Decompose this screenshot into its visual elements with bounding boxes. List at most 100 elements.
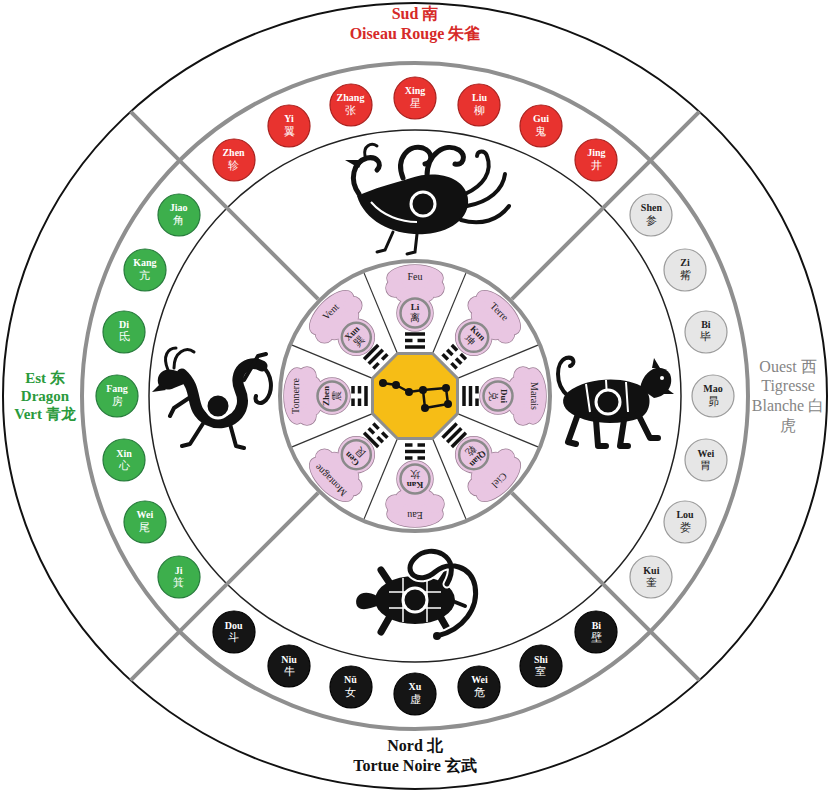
guardian-name: Tortue Noire 玄武 bbox=[265, 756, 565, 776]
mansion-circle: Yi翼 bbox=[267, 104, 311, 148]
mansion-pinyin: Wei bbox=[137, 510, 154, 521]
trigram-name-circle: Li离 bbox=[399, 297, 431, 329]
big-dipper-star bbox=[405, 388, 413, 396]
trigram-bar bbox=[369, 428, 374, 433]
mansion-circle: Jiao角 bbox=[157, 193, 201, 237]
mansion-pinyin: Xing bbox=[405, 86, 426, 97]
mansion-circle-outline bbox=[520, 645, 562, 687]
trigram-bar bbox=[405, 443, 413, 447]
trigram-bar bbox=[418, 443, 426, 447]
mansion-pinyin: Jiao bbox=[170, 203, 188, 214]
trigram-bar bbox=[405, 339, 413, 343]
mansion-hanzi: 危 bbox=[474, 686, 485, 699]
trigram-symbol bbox=[405, 445, 425, 458]
mansion-circle: Di氐 bbox=[102, 310, 146, 354]
trigram-hanzi: 坎 bbox=[410, 469, 420, 480]
black-tortoise-figure bbox=[433, 632, 441, 640]
vermilion-bird-figure bbox=[377, 232, 417, 254]
mansion-circle-outline bbox=[394, 77, 436, 119]
mansion-circle-outline bbox=[103, 439, 145, 481]
cloud-outline bbox=[331, 429, 382, 480]
cloud-outline bbox=[448, 429, 499, 480]
mansion-circle-outline bbox=[213, 139, 255, 181]
direction-name: Est 东 bbox=[8, 369, 82, 387]
trigram-bar bbox=[451, 363, 456, 368]
mansion-circle: Mao昴 bbox=[691, 374, 735, 418]
azure-dragon-figure bbox=[166, 348, 194, 370]
mansion-pinyin: Xin bbox=[116, 449, 132, 460]
trigram-circle-outline bbox=[336, 434, 377, 475]
black-tortoise-figure bbox=[455, 602, 465, 606]
mansion-circle: Zi觜 bbox=[663, 248, 707, 292]
mansion-ring bbox=[82, 63, 748, 729]
cloud-outline bbox=[397, 295, 433, 331]
mansion-pinyin: Lou bbox=[676, 510, 693, 521]
trigram-cloud: EauKan坎 bbox=[384, 461, 446, 529]
mansion-circle-outline bbox=[330, 84, 372, 126]
quadrant-band: Sud 南Oiseau Rouge 朱雀Zhen轸Yi翼Zhang张Xing星L… bbox=[120, 0, 711, 305]
mansion-hanzi: 氐 bbox=[119, 330, 130, 343]
mansion-hanzi: 张 bbox=[345, 104, 356, 117]
mansion-circle-outline bbox=[664, 501, 706, 543]
mansion-circle-outline bbox=[124, 249, 166, 291]
trigram-bar bbox=[469, 386, 473, 406]
mansion-circle-outline bbox=[158, 556, 200, 598]
mansion-pinyin: Shi bbox=[534, 655, 548, 666]
mansion-pinyin: Ji bbox=[175, 566, 183, 577]
trigram-element: Eau bbox=[407, 510, 423, 521]
trigram-bar bbox=[382, 432, 387, 437]
mansion-pinyin: Wei bbox=[698, 449, 715, 460]
mansion-circle-outline bbox=[458, 84, 500, 126]
mansion-circle-outline bbox=[268, 105, 310, 147]
mansion-hanzi: 柳 bbox=[474, 104, 485, 117]
mansion-hanzi: 角 bbox=[173, 214, 184, 227]
azure-dragon-figure bbox=[170, 354, 266, 448]
mansion-circle: Kui奎 bbox=[629, 555, 673, 599]
trigram-symbol bbox=[353, 386, 366, 406]
trigram-circle-outline bbox=[318, 382, 347, 411]
trigram-cloud: FeuLi离 bbox=[384, 263, 446, 331]
mansion-hanzi: 毕 bbox=[700, 330, 711, 343]
mansion-pinyin: Jing bbox=[587, 148, 605, 159]
trigram-circle-outline bbox=[453, 434, 494, 475]
trigram-bar bbox=[358, 386, 362, 394]
mansion-hanzi: 室 bbox=[535, 665, 546, 678]
black-tortoise-figure bbox=[356, 593, 377, 609]
vermilion-bird-figure bbox=[467, 174, 505, 206]
vermilion-bird-figure bbox=[365, 144, 377, 156]
mansion-circle-outline bbox=[103, 311, 145, 353]
trigram-hanzi: 兑 bbox=[488, 391, 499, 401]
trigram-bar bbox=[418, 339, 426, 343]
big-dipper-star bbox=[421, 404, 429, 412]
mansion-pinyin: Kui bbox=[643, 566, 659, 577]
trigram-bar bbox=[447, 350, 452, 355]
vermilion-bird-figure bbox=[345, 160, 363, 168]
cloud-outline bbox=[299, 280, 391, 372]
mansion-circle: Xin心 bbox=[102, 438, 146, 482]
mansion-pinyin: Bi bbox=[592, 621, 601, 632]
mansion-circle-outline bbox=[268, 645, 310, 687]
trigram-element: Feu bbox=[408, 271, 423, 282]
mansion-hanzi: 星 bbox=[410, 97, 421, 110]
trigram-circle-outline bbox=[336, 317, 377, 358]
mansion-circle-outline bbox=[664, 249, 706, 291]
big-dipper-star bbox=[442, 384, 450, 392]
mansion-circle: Zhen轸 bbox=[212, 138, 256, 182]
cloud-outline bbox=[397, 461, 433, 497]
quadrant-band: Nord 北Tortue Noire 玄武Dou斗Niu牛Nü女Xu虚Wei危S… bbox=[120, 487, 711, 790]
mansion-circle-outline bbox=[394, 673, 436, 715]
cloud-outline bbox=[314, 378, 350, 414]
cloud-outline bbox=[314, 378, 350, 414]
trigram-bar bbox=[378, 437, 383, 442]
mansion-circle: Ji箕 bbox=[157, 555, 201, 599]
mansion-circle-outline bbox=[458, 666, 500, 708]
white-tiger-figure bbox=[568, 414, 658, 446]
white-tiger-figure bbox=[558, 358, 674, 446]
mansion-hanzi: 奎 bbox=[646, 576, 657, 589]
mansion-hanzi: 虚 bbox=[410, 693, 421, 706]
cloud-outline bbox=[480, 378, 516, 414]
trigram-bar bbox=[452, 345, 457, 350]
mansion-pinyin: Wei bbox=[471, 675, 488, 686]
azure-dragon-figure bbox=[152, 348, 271, 448]
